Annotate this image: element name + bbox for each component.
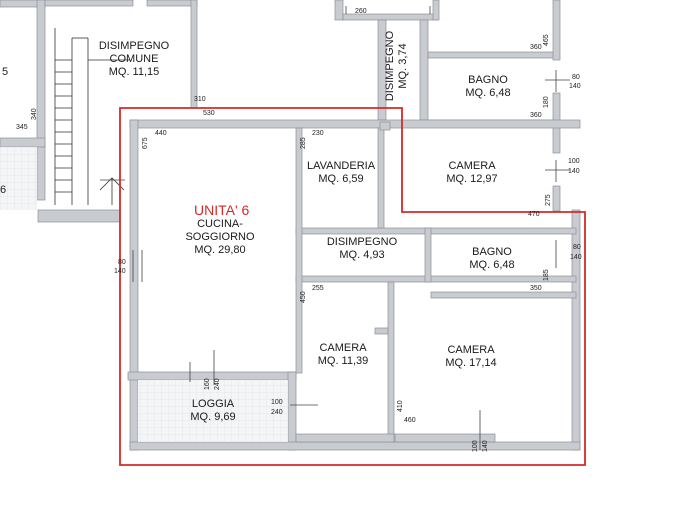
dimension-label: 230	[312, 130, 324, 137]
dimension-label: 240	[214, 378, 221, 390]
room-name: SOGGIORNO	[185, 231, 255, 243]
dimension-label: 275	[545, 194, 552, 206]
room-name: BAGNO	[468, 74, 508, 86]
dimension-label: 350	[530, 285, 542, 292]
room-area: MQ. 12,97	[446, 173, 498, 185]
room-area: MQ. 6,48	[465, 87, 511, 99]
dimension-label: 100	[271, 399, 283, 406]
room-area: MQ. 11,15	[108, 66, 160, 78]
room-name: CAMERA	[319, 342, 367, 354]
room-name: DISIMPEGNO	[384, 30, 396, 102]
room-bagno: BAGNO MQ. 6,48	[452, 246, 532, 272]
dimension-label: 80	[573, 244, 581, 251]
dimension-label: 260	[355, 8, 367, 15]
dimension-label: 140	[114, 268, 126, 275]
dimension-label: 80	[572, 74, 580, 81]
dimension-label: 140	[482, 440, 489, 452]
dimension-label: 470	[528, 211, 540, 218]
room-area: MQ. 4,93	[339, 249, 385, 261]
room-area: MQ. 17,14	[445, 357, 497, 369]
unit-walls	[127, 119, 581, 451]
dimension-label: 140	[570, 254, 582, 261]
unit-title: UNITA' 6	[194, 202, 250, 218]
room-area: MQ. 29,80	[194, 244, 246, 256]
room-name: LOGGIA	[191, 398, 235, 410]
room-name: COMUNE	[109, 53, 159, 65]
dimension-label: 460	[404, 417, 416, 424]
dimension-label: 360	[530, 44, 542, 51]
room-name: DISIMPEGNO	[98, 40, 170, 52]
room-camera-big: CAMERA MQ. 17,14	[431, 344, 511, 370]
left-fragment-label: 5	[2, 66, 9, 78]
room-disimpegno-comune: DISIMPEGNO COMUNE MQ. 11,15	[94, 40, 174, 79]
dimension-label: 140	[569, 83, 581, 90]
dimension-label: 345	[16, 124, 28, 131]
room-area: MQ. 6,48	[469, 259, 515, 271]
room-camera-top: CAMERA MQ. 12,97	[432, 160, 512, 186]
room-disimpegno: DISIMPEGNO MQ. 4,93	[322, 236, 402, 262]
dimension-label: 530	[203, 110, 215, 117]
top-window-stubs	[345, 6, 570, 182]
room-name: BAGNO	[472, 246, 512, 258]
dimension-label: 100	[472, 440, 479, 452]
dimension-label: 465	[543, 34, 550, 46]
dimension-label: 440	[155, 130, 167, 137]
dimension-label: 185	[543, 269, 550, 281]
left-tiled-area	[0, 147, 37, 210]
dimension-label: 450	[300, 291, 307, 303]
dimension-label: 285	[300, 137, 307, 149]
loggia-floor	[138, 380, 288, 442]
room-area: MQ. 6,59	[318, 173, 364, 185]
room-camera-small: CAMERA MQ. 11,39	[303, 342, 383, 368]
room-loggia: LOGGIA MQ. 9,69	[173, 398, 253, 424]
room-name: CUCINA-	[197, 218, 243, 230]
dimension-label: 240	[271, 409, 283, 416]
room-name: CAMERA	[447, 344, 495, 356]
dimension-label: 340	[31, 108, 38, 120]
dimension-label: 140	[568, 168, 580, 175]
room-name: DISIMPEGNO	[326, 236, 398, 248]
unit-6-outline	[119, 107, 586, 466]
dimension-label: 410	[397, 400, 404, 412]
dimension-label: 675	[142, 137, 149, 149]
dimension-label: 310	[194, 96, 206, 103]
dimension-label: 255	[312, 285, 324, 292]
dimension-label: 100	[568, 158, 580, 165]
room-bagno-top: BAGNO MQ. 6,48	[448, 74, 528, 100]
room-name: LAVANDERIA	[306, 160, 376, 172]
dimension-label: 160	[204, 378, 211, 390]
room-lavanderia: LAVANDERIA MQ. 6,59	[301, 160, 381, 186]
room-disimpegno-top: DISIMPEGNO MQ. 3,74	[384, 26, 410, 106]
left-fragment-label-lower: 6	[0, 184, 7, 196]
dimension-label: 360	[530, 112, 542, 119]
dimension-label: 80	[118, 259, 126, 266]
room-area: MQ. 9,69	[190, 411, 236, 423]
dimension-label: 180	[543, 96, 550, 108]
room-cucina-soggiorno: CUCINA- SOGGIORNO MQ. 29,80	[180, 218, 260, 257]
staircase	[54, 28, 130, 205]
room-name: CAMERA	[448, 160, 496, 172]
stairwell-walls	[37, 0, 198, 223]
room-area: MQ. 3,74	[397, 43, 409, 89]
room-area: MQ. 11,39	[317, 355, 369, 367]
